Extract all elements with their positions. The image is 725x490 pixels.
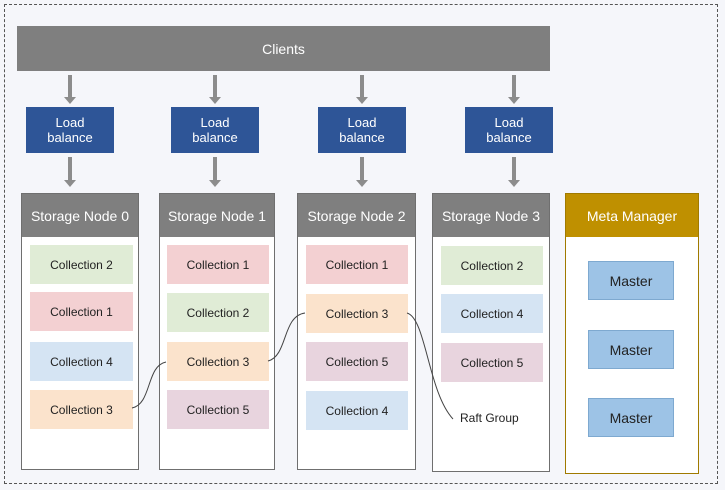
storage-node-3: Storage Node 3 Collection 2 Collection 4… [432,193,550,472]
collection-box: Collection 2 [167,293,269,332]
raft-link-node0-node1 [131,361,167,409]
clients-label: Clients [262,40,305,57]
load-balance-label: Load balance [486,115,532,145]
arrow-down [508,157,520,187]
storage-node-1: Storage Node 1 Collection 1 Collection 2… [159,193,275,470]
arrow-down [64,157,76,187]
diagram-frame [4,4,718,484]
load-balance-box-0: Load balance [26,107,114,153]
master-box: Master [588,261,674,300]
load-balance-box-2: Load balance [318,107,406,153]
collection-box: Collection 5 [441,343,543,382]
load-balance-label: Load balance [192,115,238,145]
storage-node-title: Storage Node 2 [298,194,415,237]
collection-box: Collection 1 [306,245,408,284]
collection-box: Collection 3 [30,390,133,429]
storage-node-2: Storage Node 2 Collection 1 Collection 3… [297,193,416,470]
arrow-down [209,157,221,187]
arrow-down [508,75,520,104]
collection-box: Collection 4 [441,294,543,333]
storage-node-0: Storage Node 0 Collection 2 Collection 1… [21,193,139,470]
meta-manager: Meta Manager Master Master Master [565,193,699,474]
raft-group-label: Raft Group [460,411,519,425]
collection-box: Collection 3 [167,342,269,381]
storage-node-title: Storage Node 0 [22,194,138,237]
collection-box: Collection 4 [30,342,133,381]
master-box: Master [588,398,674,437]
raft-group-pointer [406,312,454,420]
collection-box: Collection 1 [30,292,133,331]
arrow-down [356,157,368,187]
arrow-down [209,75,221,104]
collection-box: Collection 1 [167,245,269,284]
master-box: Master [588,330,674,369]
collection-box: Collection 2 [30,245,133,284]
arrow-down [356,75,368,104]
collection-box: Collection 5 [167,390,269,429]
storage-node-title: Storage Node 1 [160,194,274,237]
meta-manager-title: Meta Manager [566,194,698,237]
raft-link-node1-node2 [267,312,306,362]
collection-box: Collection 2 [441,246,543,285]
clients-box: Clients [17,26,550,71]
load-balance-box-1: Load balance [171,107,259,153]
arrow-down [64,75,76,104]
load-balance-box-3: Load balance [465,107,553,153]
collection-box: Collection 3 [306,294,408,333]
collection-box: Collection 4 [306,391,408,430]
load-balance-label: Load balance [339,115,385,145]
load-balance-label: Load balance [47,115,93,145]
storage-node-title: Storage Node 3 [433,194,549,237]
collection-box: Collection 5 [306,342,408,381]
